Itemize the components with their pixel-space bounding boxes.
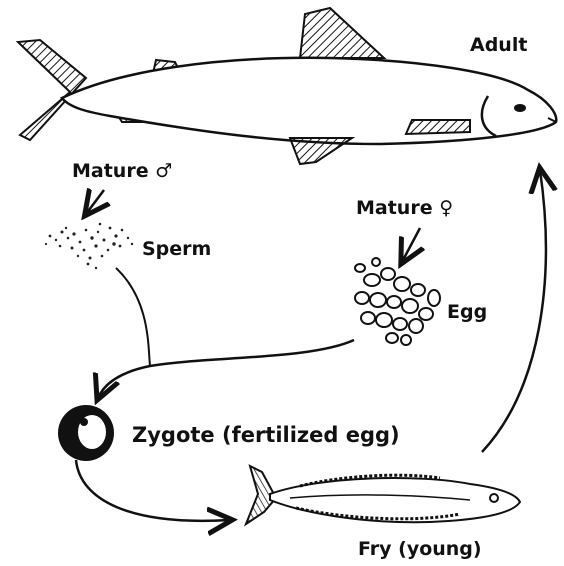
label-mature-female: Mature ♀ bbox=[356, 199, 453, 218]
zygote-illustration bbox=[58, 405, 114, 461]
arrow-mature-male-to-sperm bbox=[86, 190, 104, 214]
label-mature-male: Mature ♂ bbox=[72, 162, 172, 181]
dorsal-fin bbox=[300, 8, 384, 58]
fry-eye bbox=[490, 494, 498, 502]
fish-body bbox=[62, 58, 556, 144]
arrow-egg-to-zygote bbox=[98, 340, 354, 398]
egg-cluster bbox=[355, 258, 440, 345]
label-zygote: Zygote (fertilized egg) bbox=[132, 425, 400, 446]
label-adult: Adult bbox=[470, 36, 527, 55]
fry-illustration bbox=[246, 466, 520, 524]
eye bbox=[514, 104, 526, 112]
pelvic-fin bbox=[290, 138, 352, 164]
sperm-cluster bbox=[45, 223, 133, 269]
arrow-mature-female-to-egg bbox=[402, 228, 420, 262]
arrow-zygote-to-fry bbox=[76, 460, 230, 521]
adult-fish-illustration bbox=[18, 8, 556, 164]
label-egg: Egg bbox=[447, 303, 487, 322]
pectoral-fin bbox=[406, 120, 470, 134]
arrow-fry-to-adult bbox=[482, 170, 546, 452]
label-fry: Fry (young) bbox=[358, 540, 482, 559]
tail-fin bbox=[18, 40, 86, 140]
label-sperm: Sperm bbox=[142, 240, 211, 259]
arrow-sperm-to-zygote bbox=[116, 268, 150, 366]
